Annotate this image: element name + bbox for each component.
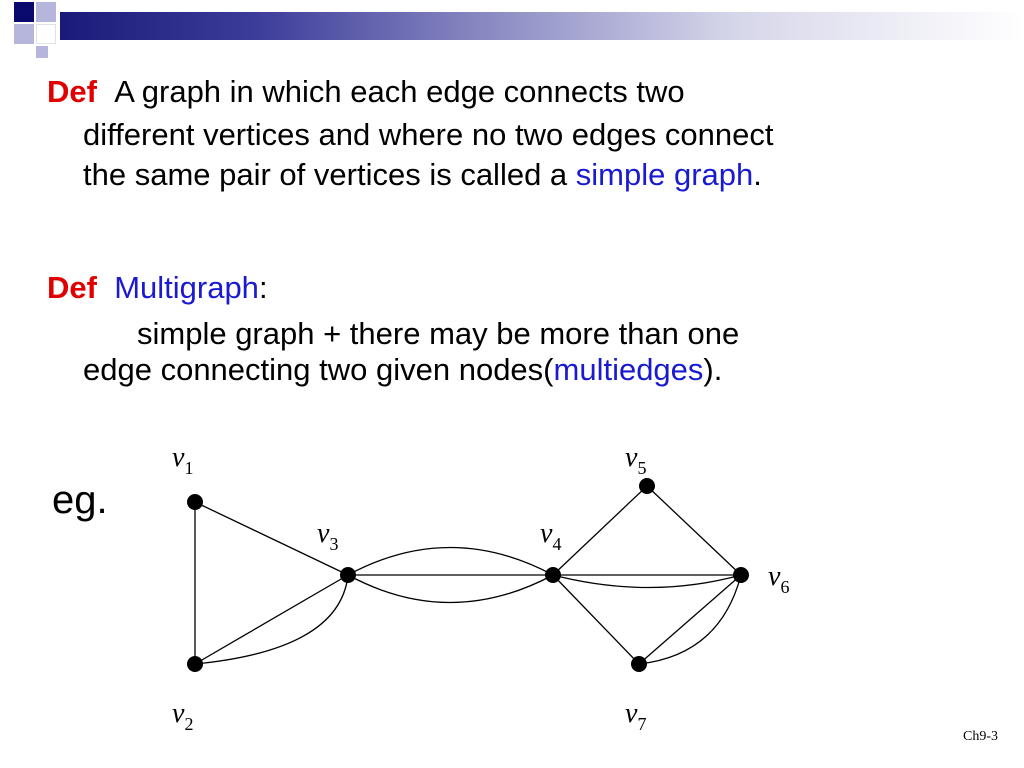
- vertex-label-v5: v5: [625, 442, 646, 478]
- slide-number: Ch9-3: [963, 729, 998, 744]
- def-text: A graph in which each edge connects two: [114, 74, 685, 109]
- def-text: different vertices and where no two edge…: [83, 117, 774, 152]
- def2-line1: simple graph + there may be more than on…: [47, 317, 987, 350]
- header-gradient-bar: [60, 12, 1024, 40]
- edge-v4-v5: [552, 485, 648, 576]
- vertex-v3: [340, 567, 356, 583]
- term-simple-graph: simple graph: [575, 157, 754, 192]
- punctuation: .: [753, 157, 762, 192]
- def-text-line3: the same pair of vertices is called a si…: [47, 155, 987, 195]
- def2-line2: edge connecting two given nodes(multiedg…: [47, 350, 987, 390]
- edge-v4-v7: [552, 574, 640, 665]
- deco-square: [36, 24, 56, 44]
- definition-multigraph: Def Multigraph: simple graph + there may…: [47, 264, 987, 390]
- vertex-v1: [187, 494, 203, 510]
- def-text: edge connecting two given nodes(: [83, 352, 554, 387]
- vertex-v6: [733, 567, 749, 583]
- punctuation: :: [258, 270, 268, 305]
- vertex-v7: [631, 656, 647, 672]
- edge-v5-v6: [646, 485, 742, 576]
- def-tag: Def: [47, 270, 97, 305]
- vertex-label-v4: v4: [540, 518, 561, 554]
- vertex-label-v6: v6: [768, 561, 789, 597]
- deco-square: [14, 24, 34, 44]
- example-label: eg.: [52, 478, 108, 522]
- term-multigraph: Multigraph: [114, 270, 259, 305]
- vertex-v4: [545, 567, 561, 583]
- edge-v3-v4: [347, 546, 554, 576]
- deco-square: [36, 2, 56, 22]
- def-text: the same pair of vertices is called a: [83, 157, 576, 192]
- edge-v6-v7: [638, 574, 742, 665]
- vertex-label-v7: v7: [625, 698, 646, 734]
- edge-v3-v4: [347, 574, 554, 604]
- term-multiedges: multiedges: [553, 352, 704, 387]
- edge-v2-v3: [194, 574, 349, 665]
- vertex-v5: [639, 478, 655, 494]
- def-text: simple graph + there may be more than on…: [137, 316, 740, 351]
- definition-simple-graph: Def A graph in which each edge connects …: [47, 68, 987, 195]
- vertex-label-v1: v1: [172, 442, 193, 478]
- edge-v4-v6: [552, 574, 742, 589]
- vertex-label-v2: v2: [172, 698, 193, 734]
- vertex-label-v3: v3: [317, 518, 338, 554]
- deco-square: [14, 2, 34, 22]
- vertex-v2: [187, 656, 203, 672]
- def-text-line2: different vertices and where no two edge…: [47, 115, 987, 155]
- punctuation: ).: [703, 352, 723, 387]
- def-tag: Def: [47, 74, 97, 109]
- edge-v2-v3: [194, 574, 349, 665]
- deco-square: [36, 46, 48, 58]
- edge-v6-v7: [638, 574, 742, 665]
- edge-v1-v3: [194, 501, 349, 576]
